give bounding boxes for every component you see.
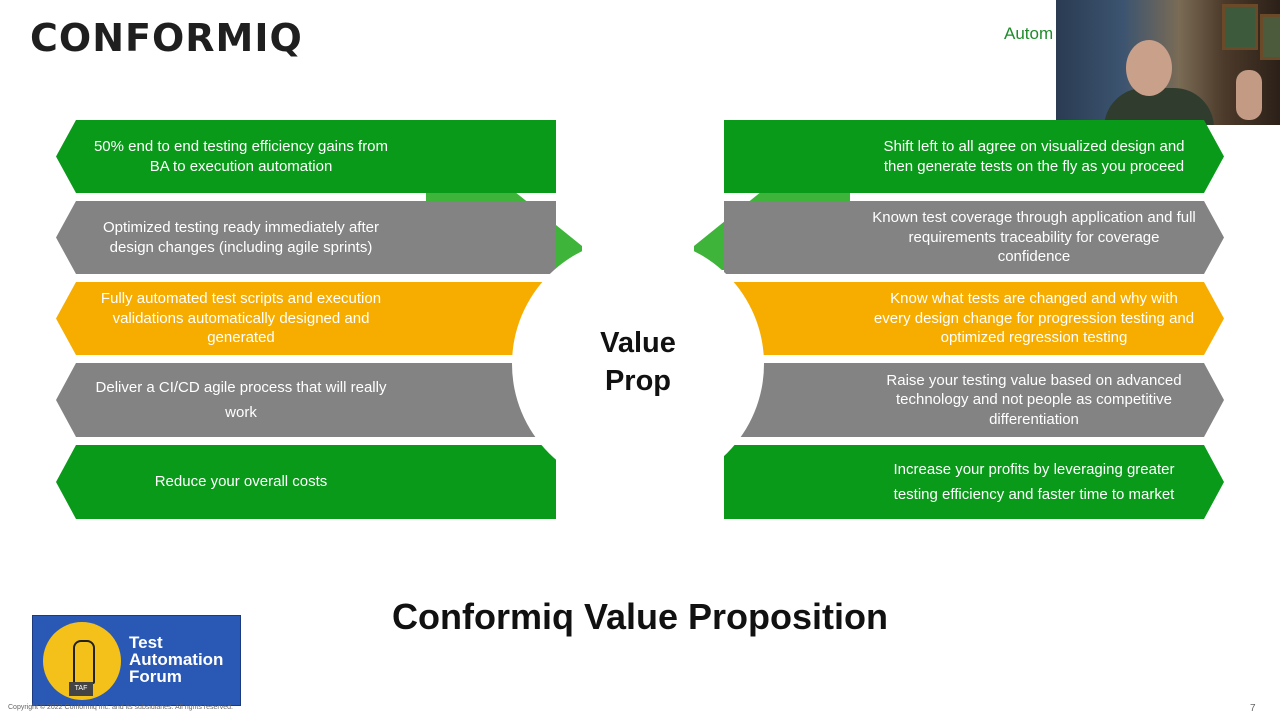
panel-text-line: generated	[81, 328, 401, 348]
wall-picture	[1260, 14, 1280, 60]
panel-text-line: Shift left to all agree on visualized de…	[854, 137, 1214, 157]
panel-text-line: technology and not people as competitive	[854, 390, 1214, 410]
panel-text-line: Fully automated test scripts and executi…	[81, 289, 401, 309]
taf-logo: TAF Test Automation Forum	[32, 615, 241, 706]
right-panel-2: Known test coverage through application …	[724, 201, 1224, 274]
panel-text-line: 50% end to end testing efficiency gains …	[81, 137, 401, 157]
webcam-video	[1056, 0, 1280, 125]
panel-text-line: Optimized testing ready immediately afte…	[81, 218, 401, 238]
left-panel-1: 50% end to end testing efficiency gains …	[56, 120, 556, 193]
panel-text-line: differentiation	[854, 410, 1214, 430]
copyright-text: Copyright © 2022 Conformiq Inc. and its …	[8, 704, 233, 711]
left-panel-2: Optimized testing ready immediately afte…	[56, 201, 556, 274]
panel-text-line: Known test coverage through application …	[854, 208, 1214, 228]
conformiq-logo: CONFORMIQ	[30, 16, 303, 60]
taf-label-line: Test	[129, 634, 223, 651]
right-panel-3: Know what tests are changed and why with…	[724, 282, 1224, 355]
presenter-head	[1126, 40, 1172, 96]
page-number: 7	[1250, 703, 1256, 714]
wall-picture	[1222, 4, 1258, 50]
panel-text-line: Increase your profits by leveraging grea…	[854, 457, 1214, 482]
panel-text-line: optimized regression testing	[854, 328, 1214, 348]
taf-label: Test Automation Forum	[129, 634, 223, 685]
taf-badge: TAF	[69, 682, 93, 696]
value-prop-line: Value	[560, 324, 716, 362]
left-panel-4: Deliver a CI/CD agile process that will …	[56, 363, 556, 437]
panel-text-line: confidence	[854, 247, 1214, 267]
left-panel-3: Fully automated test scripts and executi…	[56, 282, 556, 355]
panel-text-line: work	[81, 400, 401, 425]
panel-text-line: then generate tests on the fly as you pr…	[854, 157, 1214, 177]
presenter-body	[1104, 88, 1214, 125]
panel-text-line: every design change for progression test…	[854, 309, 1214, 329]
panel-text-line: Know what tests are changed and why with	[854, 289, 1214, 309]
taf-label-line: Automation	[129, 651, 223, 668]
panel-text-line: testing efficiency and faster time to ma…	[854, 482, 1214, 507]
right-panel-4: Raise your testing value based on advanc…	[724, 363, 1224, 437]
panel-text-line: Deliver a CI/CD agile process that will …	[81, 375, 401, 400]
presenter-hand	[1236, 70, 1262, 120]
left-panel-5: Reduce your overall costs	[56, 445, 556, 519]
panel-text-line: Raise your testing value based on advanc…	[854, 371, 1214, 391]
panel-text-line: Reduce your overall costs	[81, 472, 401, 492]
panel-text-line: validations automatically designed and	[81, 309, 401, 329]
right-panel-1: Shift left to all agree on visualized de…	[724, 120, 1224, 193]
panel-text-line: BA to execution automation	[81, 157, 401, 177]
value-prop-label: Value Prop	[560, 324, 716, 400]
value-prop-line: Prop	[560, 362, 716, 400]
panel-text-line: requirements traceability for coverage	[854, 228, 1214, 248]
right-panel-5: Increase your profits by leveraging grea…	[724, 445, 1224, 519]
panel-text-line: design changes (including agile sprints)	[81, 238, 401, 258]
header-tag: Autom	[1004, 24, 1053, 44]
taf-label-line: Forum	[129, 668, 223, 685]
